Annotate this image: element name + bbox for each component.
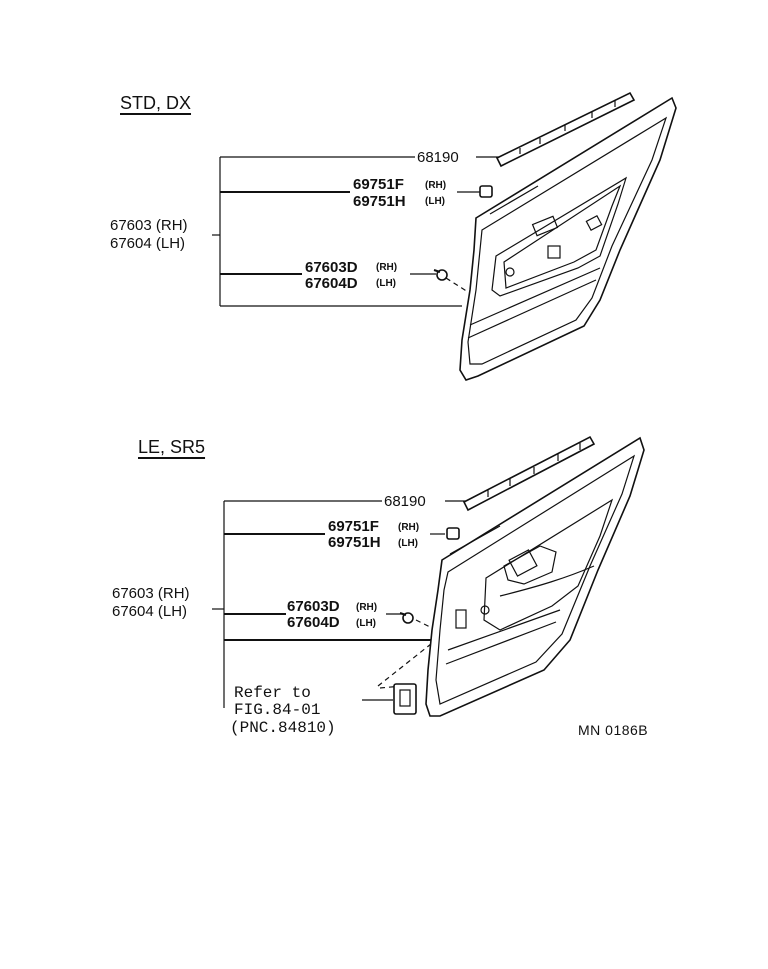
refer-line-2: FIG.84-01 (234, 701, 321, 719)
top-clip-part-lh: 69751H (353, 193, 406, 210)
top-screw-part-lh-side: (LH) (376, 278, 396, 289)
bottom-clip-part-lh: 69751H (328, 534, 381, 551)
top-screw-part-rh: 67603D (305, 259, 358, 276)
bottom-panel-part-lh: 67604 (LH) (112, 603, 188, 620)
top-leader-lines (212, 156, 500, 307)
top-section-heading: STD, DX (120, 93, 192, 113)
top-screw-67603d (433, 269, 448, 281)
bottom-clip-part-lh-side: (LH) (398, 538, 418, 549)
top-clip-part-rh-side: (RH) (425, 180, 447, 191)
top-door-trim-panel (459, 96, 677, 381)
bottom-weatherstrip-68190 (462, 435, 596, 512)
top-panel-part-rh: 67603 (RH) (110, 217, 188, 234)
refer-line-3: (PNC.84810) (230, 719, 336, 737)
top-clip-part-lh-side: (LH) (425, 196, 445, 207)
bottom-clip-part-rh-side: (RH) (398, 522, 420, 533)
top-panel-part-lh: 67604 (LH) (110, 235, 186, 252)
top-weatherstrip-68190 (495, 91, 636, 168)
refer-line-1: Refer to (234, 684, 311, 702)
bottom-strip-part-number: 68190 (384, 493, 426, 510)
bottom-panel-part-rh: 67603 (RH) (112, 585, 190, 602)
bottom-screw-part-lh: 67604D (287, 614, 340, 631)
top-clip-69751 (479, 185, 493, 198)
top-strip-part-number: 68190 (417, 149, 459, 166)
top-screw-part-rh-side: (RH) (376, 262, 398, 273)
bottom-switch-84810 (393, 683, 417, 715)
bottom-screw-part-lh-side: (LH) (356, 618, 376, 629)
figure-code: MN 0186B (578, 722, 649, 738)
bottom-section-heading: LE, SR5 (138, 437, 206, 457)
bottom-clip-part-rh: 69751F (328, 518, 379, 535)
bottom-door-trim-panel (425, 436, 645, 717)
bottom-clip-69751 (446, 527, 460, 540)
top-screw-part-lh: 67604D (305, 275, 358, 292)
bottom-screw-part-rh-side: (RH) (356, 602, 378, 613)
bottom-screw-part-rh: 67603D (287, 598, 340, 615)
top-clip-part-rh: 69751F (353, 176, 404, 193)
bottom-screw-67603d (399, 612, 414, 624)
